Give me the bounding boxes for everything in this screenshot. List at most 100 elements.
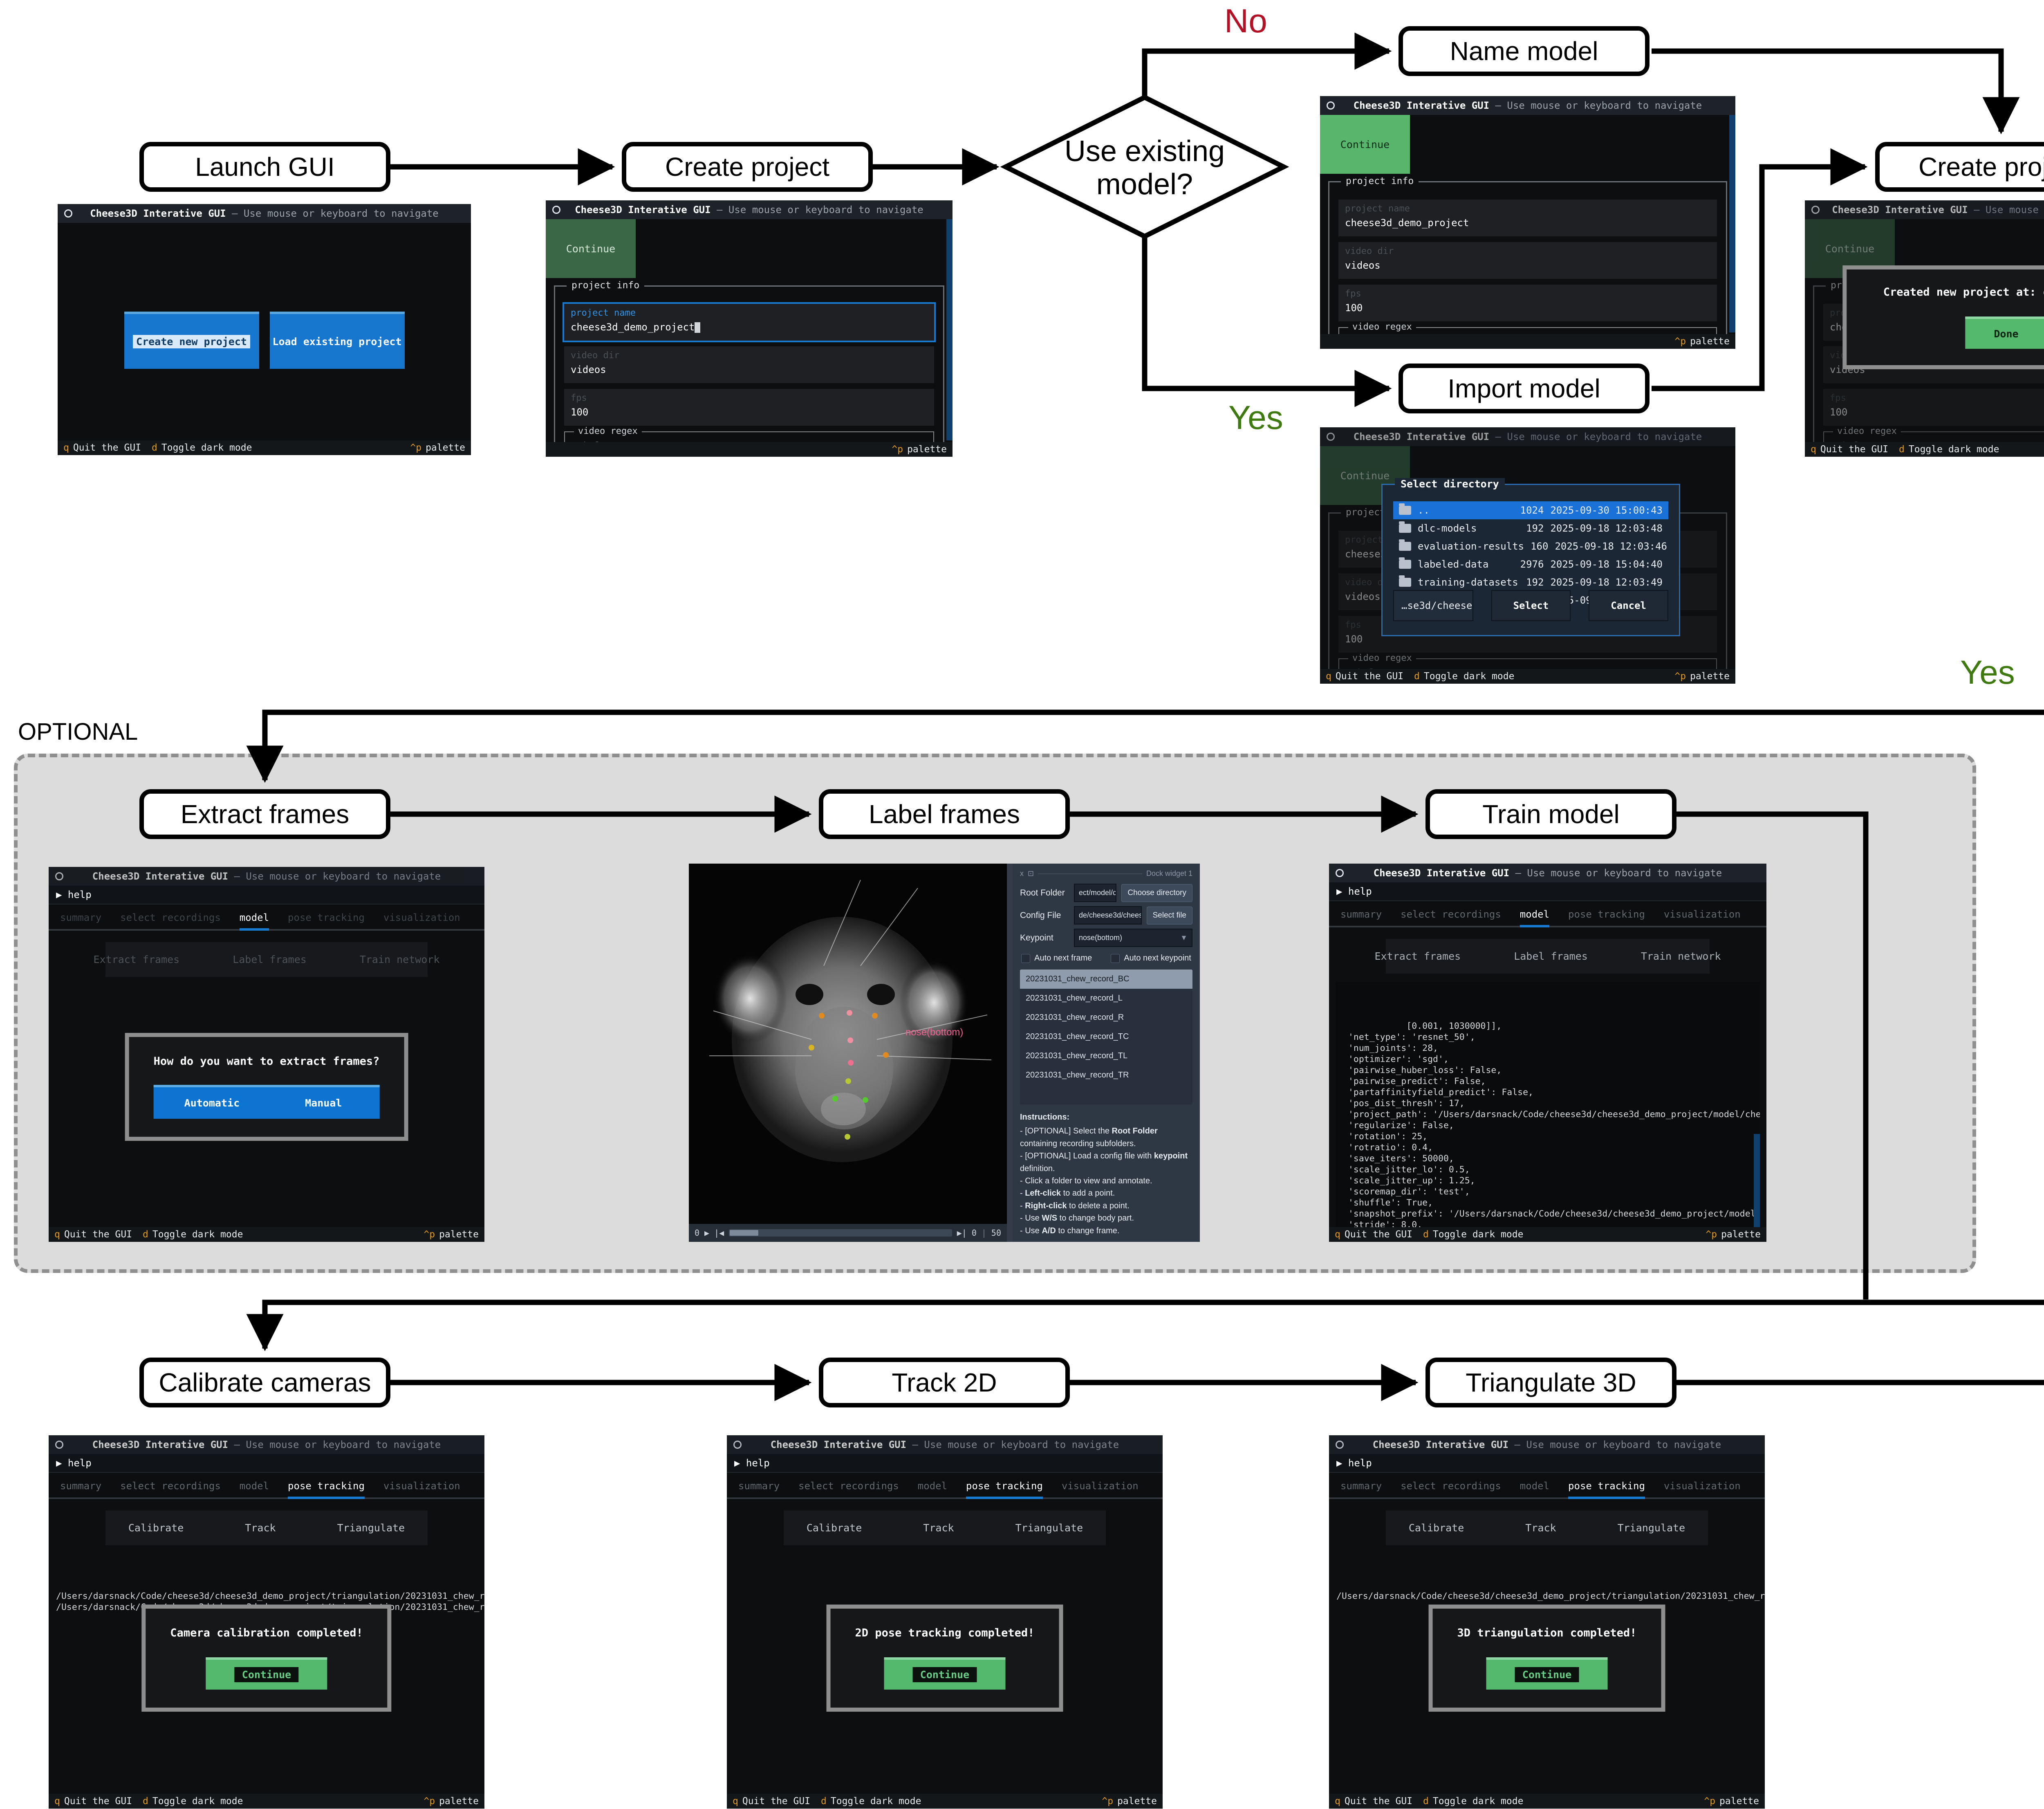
calibrate-button[interactable]: Calibrate bbox=[806, 1522, 862, 1534]
training-log[interactable]: [0.001, 1030000]], 'net_type': 'resnet_5… bbox=[1336, 982, 1760, 1227]
root-folder-input[interactable]: ect/model/cheese3d_demo_model/labels bbox=[1074, 884, 1117, 902]
continue-button[interactable]: Continue bbox=[1486, 1657, 1608, 1690]
instruction-line: - Click a folder to view and annotate. bbox=[1020, 1176, 1152, 1185]
tab-visualization[interactable]: visualization bbox=[1663, 909, 1741, 920]
tab-summary[interactable]: summary bbox=[738, 1480, 780, 1492]
calibrate-button[interactable]: Calibrate bbox=[128, 1522, 184, 1534]
label-frames-button[interactable]: Label frames bbox=[1514, 950, 1588, 962]
tab-visualization[interactable]: visualization bbox=[1663, 1480, 1741, 1492]
tab-pose-tracking[interactable]: pose tracking bbox=[288, 912, 365, 923]
automatic-button[interactable]: Automatic bbox=[184, 1097, 240, 1109]
tab-pose-tracking[interactable]: pose tracking bbox=[1568, 909, 1645, 920]
triangulate-button[interactable]: Triangulate bbox=[1015, 1522, 1083, 1534]
train-network-button[interactable]: Train network bbox=[359, 954, 440, 965]
tab-select-recordings[interactable]: select recordings bbox=[120, 912, 221, 923]
log-line: 'pairwise_huber_loss': False, bbox=[1343, 1065, 1502, 1075]
recording-list-item[interactable]: 20231031_chew_record_R bbox=[1026, 1013, 1124, 1022]
continue-button[interactable]: Continue bbox=[1320, 115, 1410, 174]
tab-model[interactable]: model bbox=[239, 1480, 269, 1492]
mouse-frame-view[interactable]: nose(bottom) bbox=[689, 864, 1007, 1224]
select-button[interactable]: Select bbox=[1491, 590, 1571, 621]
tab-pose-tracking[interactable]: pose tracking bbox=[1568, 1480, 1645, 1499]
float-icon[interactable]: ⊡ bbox=[1028, 869, 1034, 878]
project-name-field[interactable]: project name cheese3d_demo_project bbox=[564, 304, 934, 341]
create-new-project-button[interactable]: Create new project bbox=[124, 312, 259, 369]
auto-next-frame-checkbox[interactable]: Auto next frame bbox=[1021, 954, 1092, 963]
config-file-input[interactable]: de/cheese3d/cheese3d_demo_project/config… bbox=[1074, 906, 1142, 925]
train-network-button[interactable]: Train network bbox=[1641, 950, 1721, 962]
tab-select-recordings[interactable]: select recordings bbox=[798, 1480, 899, 1492]
close-icon[interactable]: x bbox=[1020, 869, 1024, 878]
tab-summary[interactable]: summary bbox=[1340, 1480, 1382, 1492]
help-expander[interactable]: ▶ help bbox=[49, 886, 484, 904]
tab-model[interactable]: model bbox=[1520, 909, 1550, 927]
done-button[interactable]: Done bbox=[1965, 316, 2044, 349]
track-button[interactable]: Track bbox=[923, 1522, 954, 1534]
tab-model[interactable]: model bbox=[917, 1480, 948, 1492]
tab-visualization[interactable]: visualization bbox=[383, 912, 460, 923]
tab-pose-tracking[interactable]: pose tracking bbox=[288, 1480, 365, 1499]
help-expander[interactable]: ▶ help bbox=[727, 1454, 1163, 1473]
scrollbar[interactable] bbox=[1729, 115, 1735, 332]
scrollbar[interactable] bbox=[946, 219, 953, 440]
label-frames-button[interactable]: Label frames bbox=[233, 954, 307, 965]
recording-list-item[interactable]: 20231031_chew_record_L bbox=[1026, 994, 1123, 1003]
cancel-button[interactable]: Cancel bbox=[1589, 590, 1668, 621]
tab-summary[interactable]: summary bbox=[1340, 909, 1382, 920]
tab-visualization[interactable]: visualization bbox=[383, 1480, 460, 1492]
keypoint-dropdown[interactable]: nose(bottom)▼ bbox=[1074, 929, 1192, 947]
frame-slider[interactable] bbox=[729, 1229, 952, 1237]
track-button[interactable]: Track bbox=[1525, 1522, 1556, 1534]
folder-icon bbox=[1399, 539, 1411, 551]
tab-select-recordings[interactable]: select recordings bbox=[1401, 909, 1501, 920]
scrollbar[interactable] bbox=[1754, 1134, 1760, 1227]
load-existing-project-button[interactable]: Load existing project bbox=[269, 312, 405, 369]
tab-visualization[interactable]: visualization bbox=[1061, 1480, 1139, 1492]
calibrate-button[interactable]: Calibrate bbox=[1408, 1522, 1464, 1534]
extract-frames-button[interactable]: Extract frames bbox=[1374, 950, 1461, 962]
edge-label-yes-1: Yes bbox=[1228, 399, 1283, 436]
triangulate-button[interactable]: Triangulate bbox=[1617, 1522, 1685, 1534]
recording-list-item[interactable]: 20231031_chew_record_TL bbox=[1026, 1051, 1128, 1060]
tab-summary[interactable]: summary bbox=[60, 1480, 102, 1492]
help-expander[interactable]: ▶ help bbox=[1329, 882, 1766, 901]
tab-pose-tracking[interactable]: pose tracking bbox=[966, 1480, 1043, 1499]
recording-list-item[interactable]: 20231031_chew_record_TC bbox=[1026, 1032, 1129, 1041]
triangulate-button[interactable]: Triangulate bbox=[337, 1522, 405, 1534]
skip-end-icon[interactable]: ▶| bbox=[957, 1228, 967, 1238]
recording-list-item[interactable]: 20231031_chew_record_BC bbox=[1020, 970, 1192, 989]
flow-node-import-model: Import model bbox=[1399, 364, 1650, 413]
track-button[interactable]: Track bbox=[245, 1522, 276, 1534]
continue-button[interactable]: Continue bbox=[884, 1657, 1006, 1690]
recording-list-item[interactable]: 20231031_chew_record_TR bbox=[1026, 1071, 1129, 1080]
choose-directory-button[interactable]: Choose directory bbox=[1121, 884, 1192, 902]
select-file-button[interactable]: Select file bbox=[1146, 906, 1192, 925]
skip-start-icon[interactable]: |◀ bbox=[714, 1228, 724, 1238]
help-expander[interactable]: ▶ help bbox=[1329, 1454, 1765, 1473]
tab-select-recordings[interactable]: select recordings bbox=[1401, 1480, 1501, 1492]
help-expander[interactable]: ▶ help bbox=[572, 440, 927, 442]
tab-summary[interactable]: summary bbox=[60, 912, 102, 923]
flow-node-create-project-1: Create project bbox=[622, 142, 873, 192]
extract-frames-button[interactable]: Extract frames bbox=[93, 954, 180, 965]
tab-select-recordings[interactable]: select recordings bbox=[120, 1480, 221, 1492]
directory-path-input[interactable]: …se3d/cheese3d_demo_model-houlab-2025-05… bbox=[1393, 590, 1473, 621]
continue-button[interactable]: Continue bbox=[546, 219, 636, 278]
auto-next-keypoint-checkbox[interactable]: Auto next keypoint bbox=[1111, 954, 1191, 963]
tab-model[interactable]: model bbox=[239, 912, 269, 931]
help-expander[interactable]: ▶ help bbox=[49, 1454, 484, 1473]
tab-model[interactable]: model bbox=[1520, 1480, 1550, 1492]
manual-button[interactable]: Manual bbox=[305, 1097, 342, 1109]
play-icon[interactable]: ▶ bbox=[704, 1228, 710, 1238]
continue-button[interactable]: Continue bbox=[206, 1657, 327, 1690]
